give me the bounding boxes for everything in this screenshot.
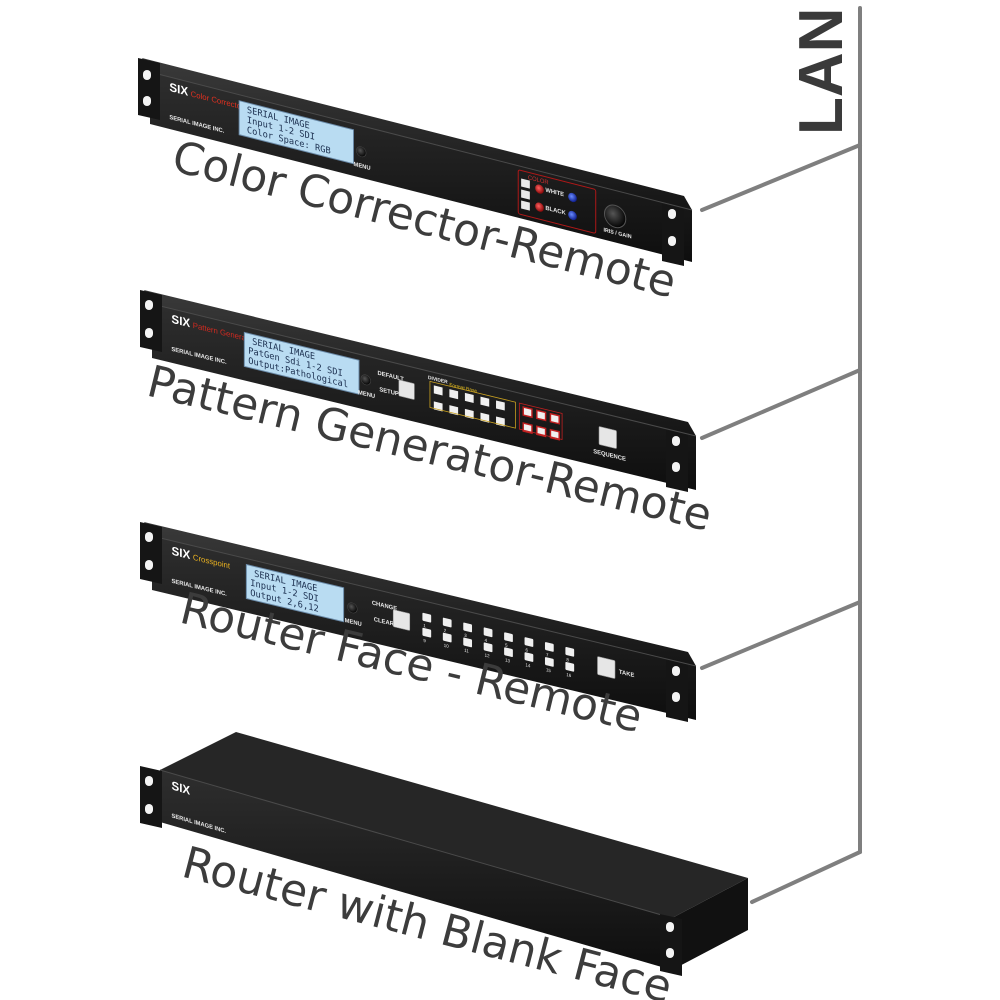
crosspoint-number: 16: [566, 672, 571, 678]
white-red-button[interactable]: [535, 184, 544, 195]
crosspoint-button-15[interactable]: [544, 657, 554, 667]
color-group-label: COLOR: [528, 175, 549, 186]
rack-unit-body: [159, 732, 748, 970]
menu-label: MENU: [345, 618, 362, 628]
iris-gain-knob[interactable]: [603, 203, 627, 230]
crosspoint-button-7[interactable]: [544, 642, 554, 652]
pattern-red-button[interactable]: [536, 409, 547, 422]
rack-ear-left: [140, 766, 162, 828]
crosspoint-number: 1: [423, 623, 426, 629]
rack-ear-right: [666, 660, 688, 722]
lan-cabling: [700, 6, 862, 904]
crosspoint-number: 12: [485, 652, 490, 658]
take-label: TAKE: [619, 670, 634, 680]
pattern-button[interactable]: [433, 385, 443, 396]
change-clear-button[interactable]: [392, 609, 411, 631]
crosspoint-button-9[interactable]: [422, 627, 432, 638]
pattern-red-button[interactable]: [522, 406, 533, 419]
crosspoint-number: 10: [444, 643, 449, 649]
pattern-button[interactable]: [496, 400, 505, 411]
brand-logo: SIX: [171, 312, 190, 331]
pattern-button[interactable]: [464, 392, 474, 404]
menu-knob[interactable]: [347, 602, 358, 614]
cable-router-blank: [750, 850, 862, 904]
pattern-group-frame: [518, 402, 563, 440]
crosspoint-number: 8: [566, 657, 569, 663]
lan-label: LAN: [787, 8, 856, 135]
crosspoint-button-10[interactable]: [442, 632, 452, 643]
unit-router-blank: SIX SERIAL IMAGE INC. Router with Blank …: [140, 732, 748, 1000]
rack-ear-left: [140, 522, 162, 584]
crosspoint-button-16[interactable]: [565, 661, 575, 672]
crosspoint-button-14[interactable]: [524, 652, 534, 662]
pattern-red-button[interactable]: [549, 412, 560, 425]
menu-knob[interactable]: [360, 374, 371, 386]
cable-router-face: [700, 600, 862, 670]
brand-logo: SIX: [172, 778, 191, 797]
crosspoint-button-1[interactable]: [422, 612, 432, 623]
crosspoint-button-4[interactable]: [483, 627, 493, 638]
black-red-button[interactable]: [535, 202, 544, 213]
rack-ear-left: [138, 58, 160, 120]
crosspoint-button-13[interactable]: [504, 647, 513, 658]
crosspoint-number: 6: [526, 647, 529, 653]
cable-color-corrector: [700, 143, 862, 212]
color-preset-button-2[interactable]: [521, 189, 530, 200]
sequence-button[interactable]: [598, 426, 617, 449]
front-panel: SIX Pattern Generator SERIAL IMAGE INC. …: [171, 312, 625, 463]
black-label: BLACK: [545, 206, 566, 217]
crosspoint-number: 2: [444, 628, 447, 634]
rack-ear-right: [662, 204, 684, 266]
format-group-frame: [429, 380, 516, 429]
crosspoint-button-11[interactable]: [463, 637, 473, 648]
crosspoint-number: 3: [464, 633, 467, 639]
default-setup-button[interactable]: [398, 379, 415, 400]
rack-ear-right: [660, 914, 682, 976]
crosspoint-button-8[interactable]: [565, 646, 575, 657]
crosspoint-button-3[interactable]: [463, 622, 473, 633]
color-preset-button-3[interactable]: [521, 200, 530, 211]
menu-label: MENU: [353, 162, 370, 172]
crosspoint-button-5[interactable]: [504, 632, 513, 643]
crosspoint-number: 4: [485, 637, 488, 643]
pattern-button-grid: [429, 380, 563, 441]
crosspoint-number: 13: [505, 657, 510, 663]
pattern-button[interactable]: [480, 396, 490, 407]
unit-color-corrector: SIX Color Corrector SERIAL IMAGE INC. SE…: [138, 58, 693, 308]
menu-label: MENU: [358, 390, 375, 400]
crosspoint-number: 15: [546, 667, 551, 673]
white-blue-button[interactable]: [568, 192, 577, 203]
lcd-display: SERIAL IMAGE Input 1-2 SDI Output 2,6,12: [245, 563, 345, 623]
unit-router-face: SIX Crosspoint SERIAL IMAGE INC. SERIAL …: [140, 522, 697, 743]
menu-knob[interactable]: [356, 146, 367, 158]
rack-ear-left: [140, 290, 162, 352]
black-blue-button[interactable]: [568, 210, 577, 221]
brand-logo: SIX: [169, 80, 188, 99]
color-preset-button-1[interactable]: [521, 178, 530, 189]
pattern-button[interactable]: [449, 389, 459, 400]
crosspoint-number: 14: [526, 662, 531, 668]
rack-ear-right: [666, 430, 688, 492]
unit-pattern-generator: SIX Pattern Generator SERIAL IMAGE INC. …: [140, 290, 717, 542]
crosspoint-number: 11: [464, 648, 469, 654]
brand-logo: SIX: [171, 544, 190, 562]
white-label: WHITE: [545, 188, 564, 199]
crosspoint-button-12[interactable]: [483, 642, 493, 653]
take-button[interactable]: [597, 656, 616, 679]
cable-pattern-generator: [700, 368, 862, 440]
clear-label: CLEAR: [374, 617, 395, 628]
crosspoint-button-6[interactable]: [524, 637, 534, 647]
crosspoint-number: 5: [505, 642, 508, 648]
divider-label: DIVIDER: [428, 375, 448, 386]
crosspoint-button-2[interactable]: [442, 617, 452, 628]
setup-label: SETUP: [379, 387, 398, 398]
crosspoint-number: 9: [423, 638, 426, 644]
crosspoint-number: 7: [546, 652, 549, 658]
